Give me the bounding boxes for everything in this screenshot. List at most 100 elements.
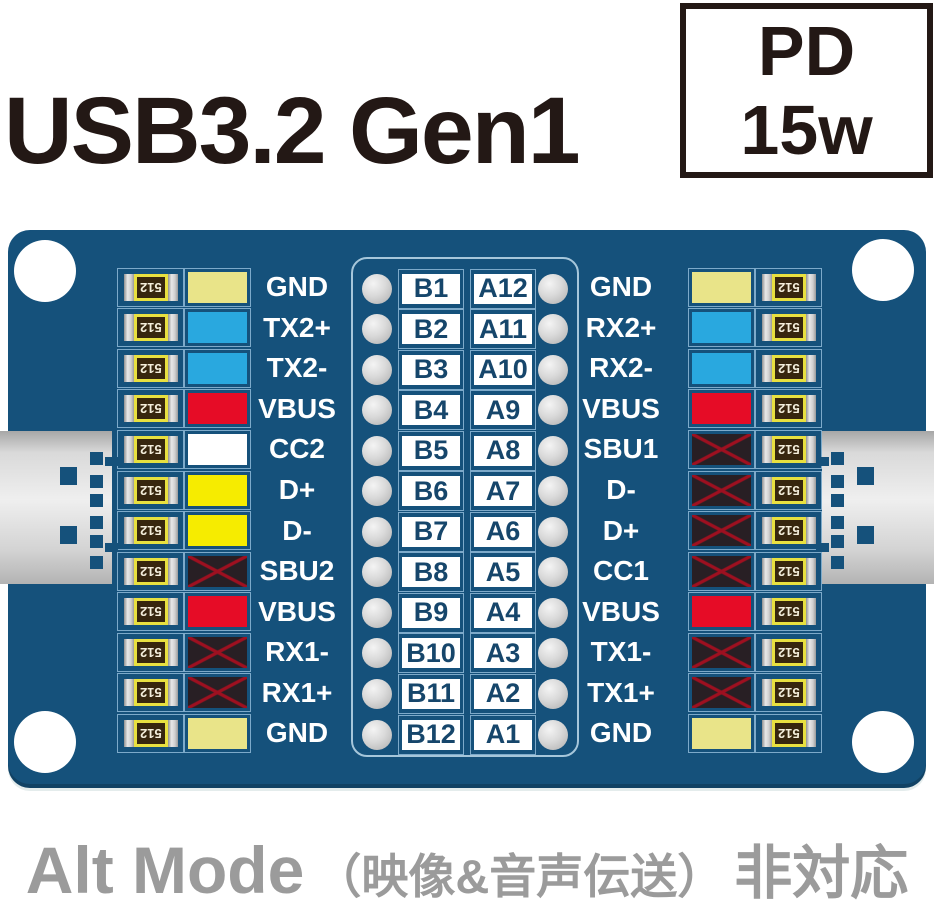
resistor-cap [805,719,816,747]
resistor-value: 512 [777,563,800,579]
pin-b-label: B1 [413,273,449,303]
resistor-value: 512 [139,482,162,498]
solder-pad [188,717,247,749]
resistor-body: 512 [133,435,168,463]
resistor-body: 512 [771,354,806,382]
pin-hole [538,476,568,507]
pin-b-label: B6 [413,475,449,506]
resistor: 512 [761,598,816,626]
resistor-cell: 512 [117,308,184,348]
resistor-cap [167,638,178,666]
resistor-cell: 512 [755,389,822,429]
resistor-value: 512 [139,523,162,539]
pin-a-cell: A3 [470,633,536,674]
pin-label: TX1+ [587,676,655,708]
pd-badge-line1: PD [757,12,856,91]
pin-b-cell: B1 [398,268,464,309]
pin-hole [362,314,392,345]
resistor-cap [805,395,816,423]
pin-a-label: A12 [478,273,528,303]
resistor-cap [123,354,134,382]
resistor-cap [761,395,772,423]
pin-grid-row: B8 A5 [353,552,577,593]
resistor-value: 512 [777,725,800,741]
pd-badge-line2: 15w [740,90,873,169]
resistor-cap [167,719,178,747]
component-row: 512 [688,672,822,713]
component-row: 512 [688,348,822,389]
pad-cell [184,551,251,591]
pin-hole [362,435,392,466]
resistor-cap [167,598,178,626]
resistor-cell: 512 [117,673,184,713]
component-row: 512 [688,591,822,632]
usb-connector-footprint [0,431,118,584]
solder-pad [188,596,247,628]
pin-a-cell: A9 [470,390,536,431]
resistor-cap [761,719,772,747]
component-row: 512 [117,672,251,713]
pin-b-label: B9 [413,597,449,628]
pin-label: TX2+ [263,311,331,343]
pin-hole [538,273,568,304]
resistor: 512 [761,638,816,666]
pin-grid-row: B3 A10 [353,349,577,391]
pin-label: TX1- [590,636,652,668]
pin-grid-row: B4 A9 [353,390,577,431]
pin-grid-row: B12 A1 [353,714,577,756]
resistor-value: 512 [777,441,800,457]
component-row: 512 [117,551,251,592]
resistor: 512 [123,354,178,382]
resistor-value: 512 [777,604,800,620]
resistor-body: 512 [771,679,806,707]
resistor-body: 512 [133,395,168,423]
resistor: 512 [123,273,178,301]
resistor-body: 512 [771,476,806,504]
component-row: 512 [688,632,822,673]
resistor-cap [123,435,134,463]
resistor: 512 [761,273,816,301]
pin-label: D+ [278,474,316,505]
pin-a-cell: A10 [470,349,536,390]
resistor-body: 512 [771,273,806,301]
resistor-cap [167,517,178,545]
resistor-value: 512 [139,604,162,620]
pad-cell [184,308,251,348]
pin-hole [538,395,568,426]
pad-cell [184,673,251,713]
resistor-value: 512 [139,320,162,336]
resistor-cell: 512 [117,592,184,632]
pad-cell [184,348,251,388]
component-row: 512 [117,510,251,551]
resistor: 512 [761,719,816,747]
resistor-body: 512 [771,638,806,666]
resistor-cap [167,395,178,423]
pin-label: SBU2 [259,555,335,587]
component-row: 512 [117,429,251,470]
pad-cell [688,267,755,307]
pin-label: GND [265,717,329,749]
resistor-cap [761,435,772,463]
pin-a-label: A2 [485,678,521,709]
pin-b-cell: B6 [398,471,464,512]
resistor-cell: 512 [755,713,822,753]
pin-grid-row: B9 A4 [353,592,577,634]
resistor-cap [123,557,134,585]
component-row: 512 [688,470,822,511]
resistor-value: 512 [777,644,800,660]
pin-b-cell: B12 [398,714,464,755]
pin-b-cell: B8 [398,552,464,593]
pin-a-cell: A7 [470,471,536,512]
pad-cell [688,713,755,753]
resistor-cell: 512 [755,308,822,348]
resistor-value: 512 [139,725,162,741]
resistor: 512 [761,395,816,423]
pin-b-cell: B3 [398,349,464,390]
resistor-cap [805,638,816,666]
pin-a-label: A1 [485,719,521,750]
pin-label: GND [589,717,653,749]
pin-b-label: B4 [413,394,449,425]
pin-hole [538,516,568,547]
resistor-body: 512 [771,598,806,626]
